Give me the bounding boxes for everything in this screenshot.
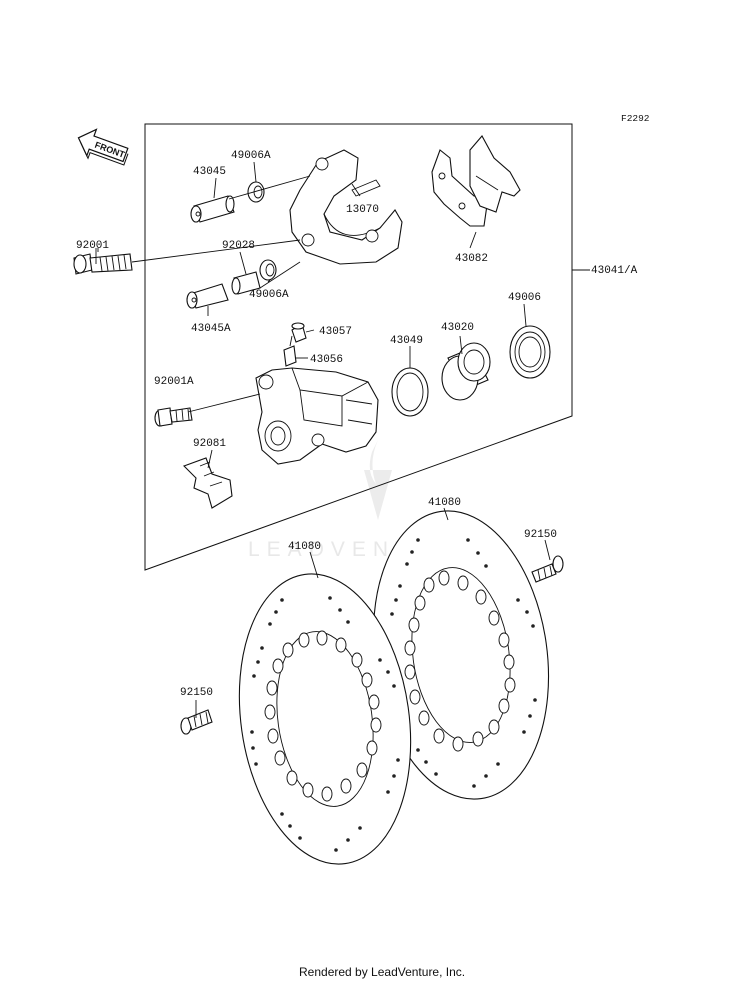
brake-disc-left (238, 573, 412, 865)
callout-92081: 92081 (193, 438, 226, 450)
bleeder-cap (291, 322, 307, 343)
callout-43045: 43045 (193, 166, 226, 178)
disc-left-holes (264, 630, 382, 802)
callouts: 43045 49006A 13070 43082 92001 92028 430… (76, 150, 638, 699)
callout-43049: 43049 (390, 335, 423, 347)
callout-41080-right: 41080 (428, 497, 461, 509)
figure-code: F2292 (621, 113, 650, 124)
callout-92001: 92001 (76, 240, 109, 252)
front-arrow-icon: FRONT (77, 128, 129, 166)
disc-right-dots (386, 538, 537, 788)
callout-13070: 13070 (346, 204, 379, 216)
callout-92150-left: 92150 (180, 687, 213, 699)
leader-lines (95, 161, 551, 718)
callout-43056: 43056 (310, 354, 343, 366)
footer-credit: Rendered by LeadVenture, Inc. (299, 965, 465, 979)
bleeder-valve (283, 335, 297, 367)
caliper-kit-boundary (144, 123, 573, 571)
piston-seal (391, 367, 429, 417)
dust-seal (509, 325, 551, 379)
pad-spring (183, 457, 233, 509)
callout-49006a-top: 49006A (231, 150, 271, 162)
callout-92001a: 92001A (154, 376, 194, 388)
bolt-92001a (154, 407, 193, 427)
boot-49006a-lower (259, 259, 277, 281)
callout-43082: 43082 (455, 253, 488, 265)
callout-49006a-low: 49006A (249, 289, 289, 301)
brake-pads (431, 135, 521, 227)
disc-left-dots (250, 596, 400, 852)
callout-49006: 49006 (508, 292, 541, 304)
slide-pin-43045 (190, 195, 235, 223)
piston (441, 342, 491, 401)
brake-disc-right (372, 510, 550, 800)
callout-92028: 92028 (222, 240, 255, 252)
callout-41080-left: 41080 (288, 541, 321, 553)
caliper-bracket (289, 149, 403, 265)
callout-43045a: 43045A (191, 323, 231, 335)
sleeve-92028 (231, 271, 261, 295)
disc-screw-right (531, 555, 564, 583)
disc-right-holes (404, 570, 516, 752)
bolt-92001 (73, 253, 133, 275)
disc-screw-left (180, 709, 213, 735)
boot-49006a-upper (247, 181, 265, 203)
callout-43020: 43020 (441, 322, 474, 334)
callout-43057: 43057 (319, 326, 352, 338)
callout-43041a: 43041/A (591, 265, 638, 277)
pin-43045a (186, 283, 229, 309)
callout-92150-right: 92150 (524, 529, 557, 541)
caliper-body (255, 367, 379, 465)
